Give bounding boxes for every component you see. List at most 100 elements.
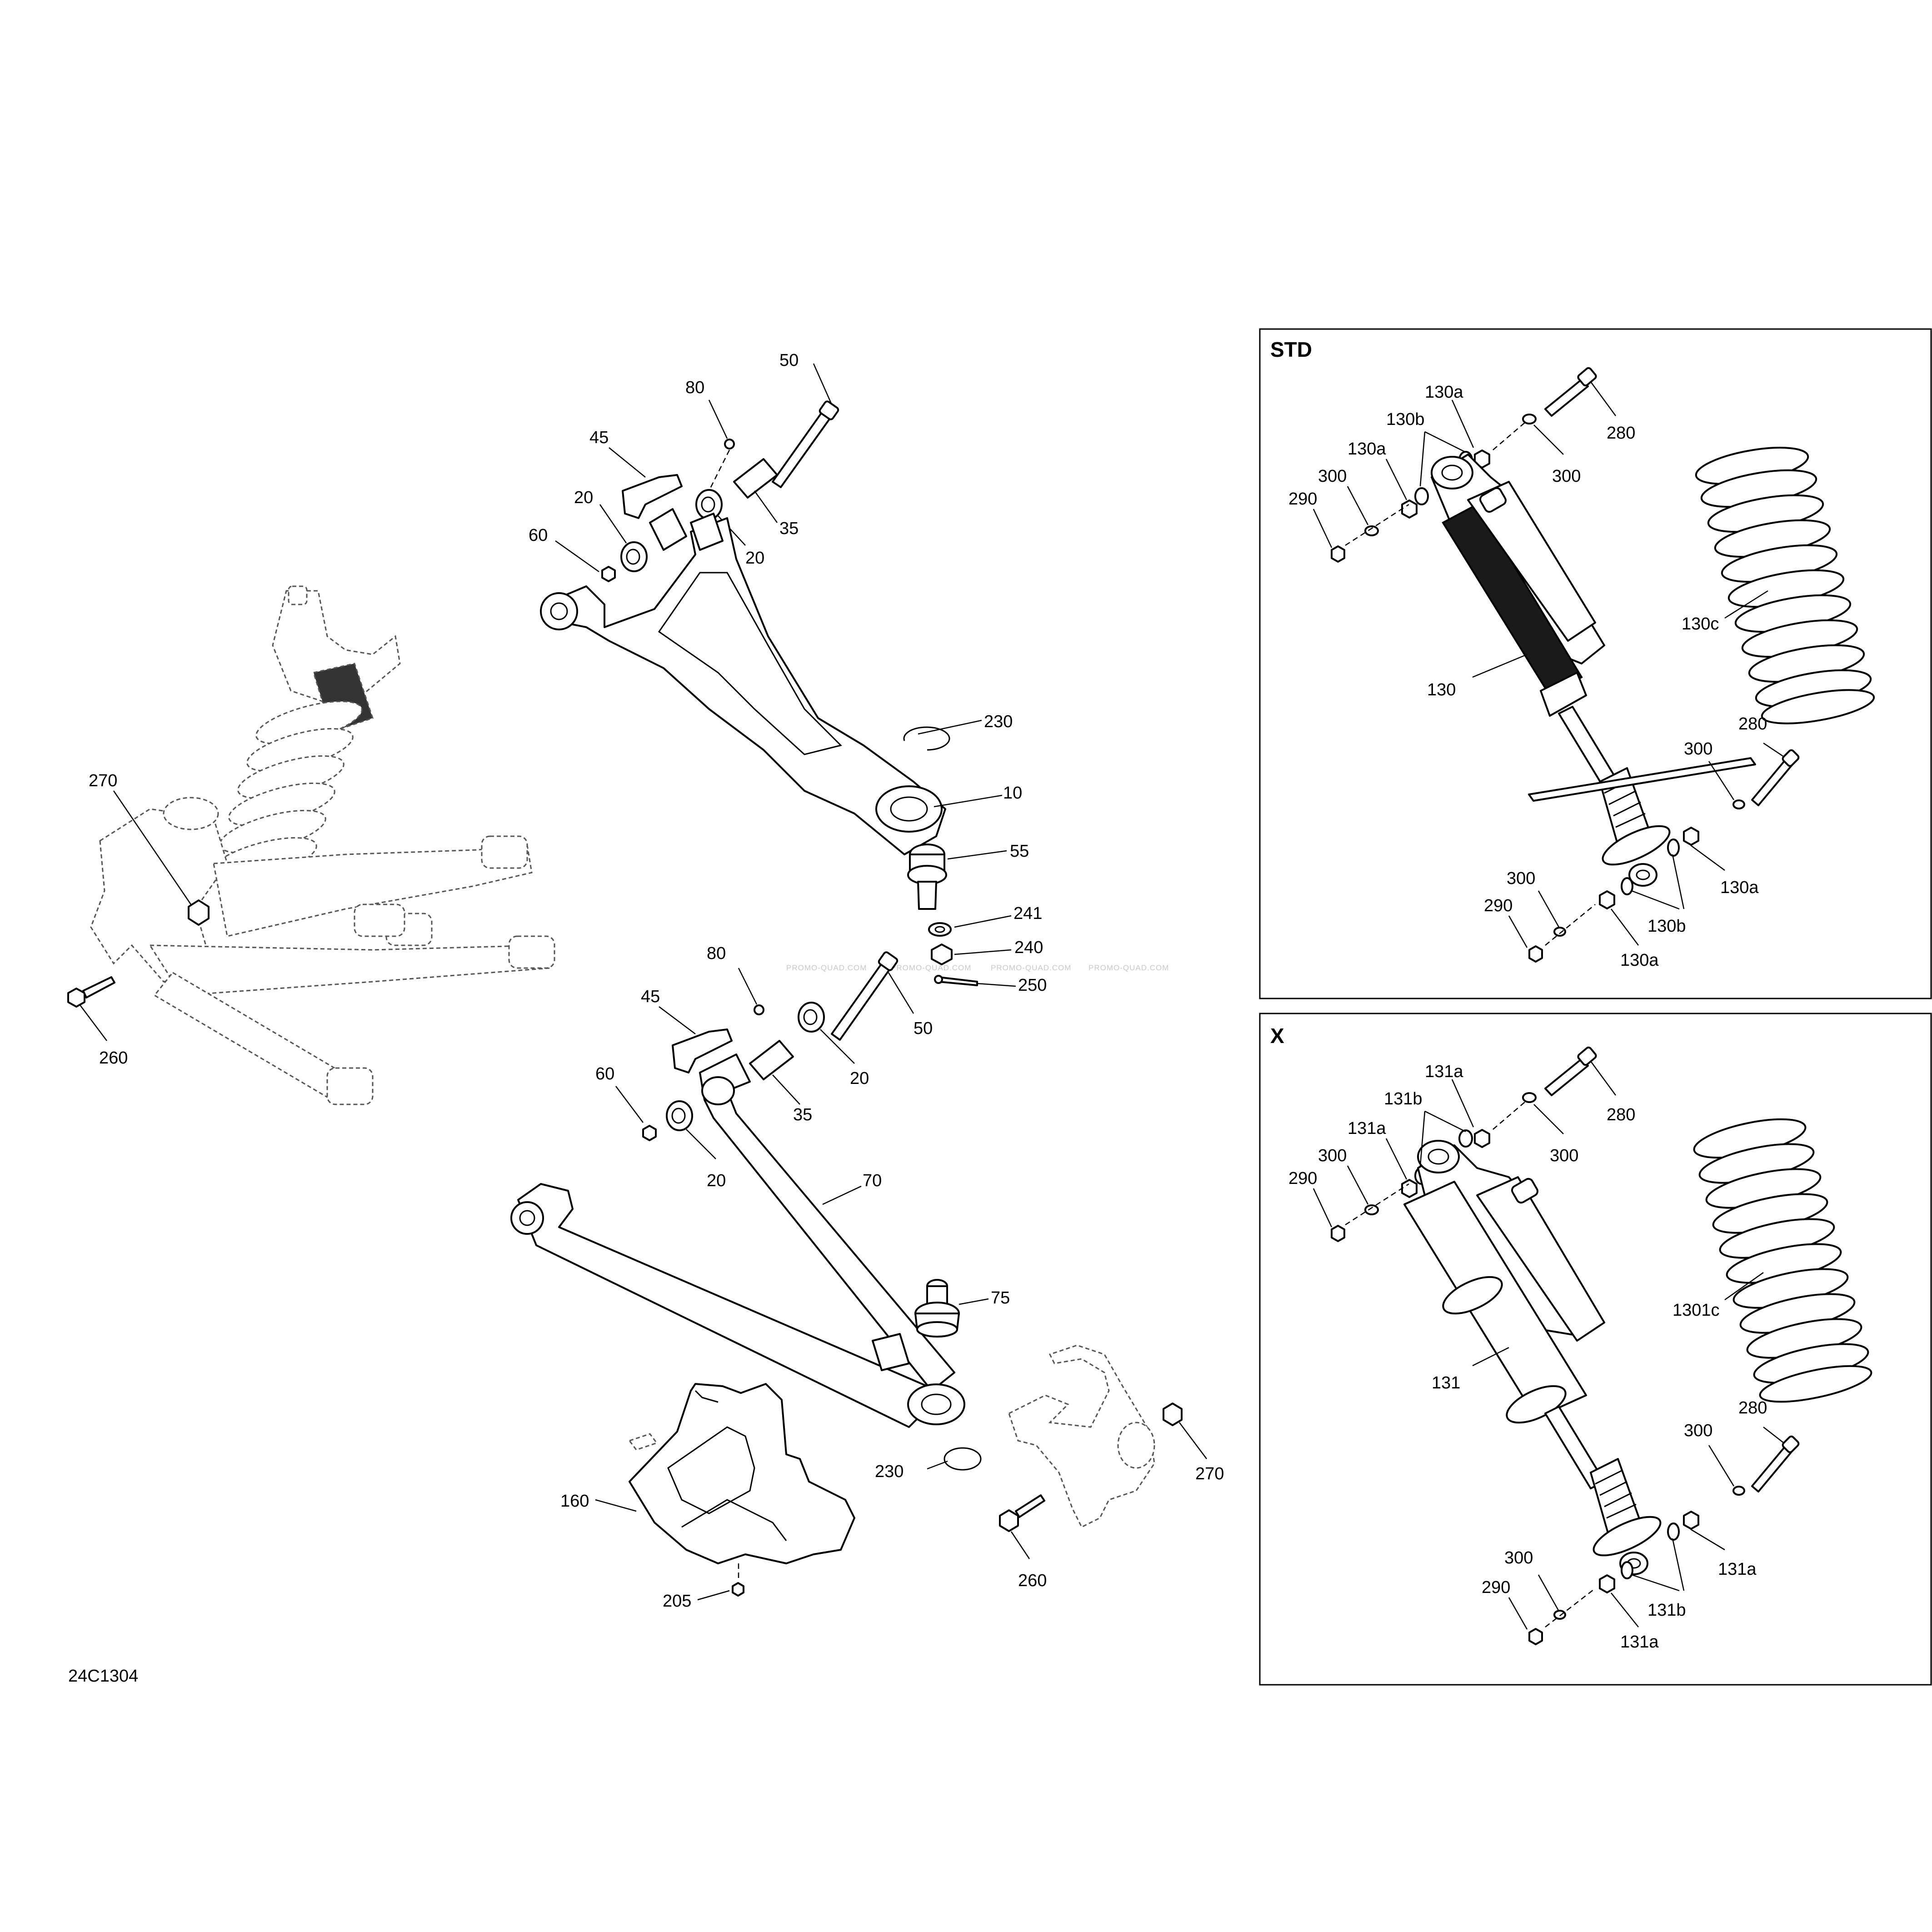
callout-70: 70 — [863, 1171, 882, 1190]
std-callout-130b-top: 130b — [1386, 410, 1425, 429]
watermark-1: PROMO-QUAD.COM — [786, 964, 867, 972]
part-130-shock-std[interactable] — [1431, 454, 1674, 887]
part-250-cotter-pin[interactable] — [934, 975, 978, 986]
callout-230-upper: 230 — [984, 712, 1013, 731]
std-callout-290-left: 290 — [1288, 489, 1317, 509]
part-205-nut[interactable] — [732, 1582, 744, 1597]
part-80-upper-fitting[interactable] — [724, 439, 735, 449]
callout-50-upper: 50 — [779, 351, 799, 370]
x-callout-131b-bottom: 131b — [1647, 1601, 1686, 1620]
part-60-upper-nut[interactable] — [601, 566, 616, 582]
std-callout-300-right: 300 — [1684, 739, 1712, 759]
part-50-upper-bolt[interactable] — [772, 400, 839, 488]
watermark-strip: PROMO-QUAD.COM PROMO-QUAD.COM PROMO-QUAD… — [786, 964, 1169, 972]
part-260-left[interactable] — [67, 976, 115, 1041]
watermark-2: PROMO-QUAD.COM — [891, 964, 971, 972]
part-260-bottom[interactable] — [999, 1494, 1045, 1532]
callout-75: 75 — [991, 1288, 1010, 1308]
part-10-upper-a-arm[interactable] — [540, 508, 946, 855]
part-240-nut[interactable] — [931, 944, 953, 965]
part-131-shock-x[interactable] — [1403, 1140, 1665, 1575]
part-20-lower-left[interactable] — [666, 1100, 693, 1131]
x-callout-131: 131 — [1432, 1373, 1460, 1393]
std-callout-130a-left: 130a — [1348, 439, 1386, 459]
callout-20-upper-right: 20 — [745, 549, 764, 568]
callout-20-lower-right: 20 — [850, 1069, 869, 1088]
callout-260-left: 260 — [99, 1048, 128, 1068]
part-70-lower-a-arm[interactable] — [510, 1053, 965, 1428]
part-45-lower-bracket[interactable] — [672, 1028, 733, 1073]
watermark-3: PROMO-QUAD.COM — [991, 964, 1071, 972]
callout-10: 10 — [1003, 784, 1022, 803]
part-55-ball-joint[interactable] — [907, 844, 947, 910]
part-35-lower-sleeve[interactable] — [749, 1040, 794, 1080]
x-bottom-hardware[interactable] — [1528, 1435, 1800, 1645]
callout-270-left: 270 — [89, 771, 117, 790]
x-callout-131a-bottom: 131a — [1620, 1632, 1659, 1652]
std-callout-290-bottom: 290 — [1484, 896, 1513, 915]
callout-230-lower: 230 — [875, 1462, 904, 1481]
part-241-washer[interactable] — [928, 922, 952, 937]
part-80-lower-fitting[interactable] — [754, 1004, 764, 1015]
x-callout-280-top: 280 — [1607, 1105, 1635, 1124]
callout-60-upper: 60 — [529, 526, 548, 545]
std-callout-280-top: 280 — [1607, 424, 1635, 443]
part-20-lower-right[interactable] — [798, 1002, 825, 1033]
callout-241: 241 — [1013, 904, 1042, 923]
part-20-upper-left[interactable] — [620, 541, 648, 572]
x-callout-1301c: 1301c — [1672, 1301, 1720, 1320]
callout-270-right: 270 — [1195, 1464, 1224, 1483]
std-callout-130: 130 — [1427, 680, 1456, 699]
x-panel: X — [1259, 1013, 1932, 1686]
callout-45-upper: 45 — [589, 428, 609, 447]
callout-55: 55 — [1010, 842, 1029, 861]
callout-260-bottom: 260 — [1018, 1571, 1047, 1590]
part-230-lower-circlip[interactable] — [944, 1447, 982, 1471]
std-bottom-hardware[interactable] — [1528, 749, 1800, 963]
callout-240: 240 — [1014, 938, 1043, 957]
part-50-lower-bolt[interactable] — [831, 951, 899, 1041]
x-callout-290-bottom: 290 — [1482, 1578, 1510, 1597]
std-callout-130a-right: 130a — [1720, 878, 1759, 897]
x-callout-131a-right: 131a — [1718, 1560, 1757, 1579]
std-panel-title: STD — [1270, 338, 1312, 361]
x-callout-300-left: 300 — [1318, 1146, 1347, 1165]
callout-160: 160 — [560, 1492, 589, 1511]
part-45-upper-bracket[interactable] — [622, 474, 683, 519]
std-callout-300-bottom: 300 — [1507, 869, 1535, 888]
part-270-right[interactable] — [1163, 1403, 1183, 1426]
part-60-lower-nut[interactable] — [642, 1125, 657, 1141]
part-130c-spring-std[interactable] — [1693, 441, 1876, 730]
callout-250: 250 — [1018, 976, 1047, 995]
part-1301c-spring-x[interactable] — [1691, 1112, 1874, 1409]
watermark-4: PROMO-QUAD.COM — [1088, 964, 1169, 972]
std-callout-300-top: 300 — [1552, 467, 1581, 486]
x-callout-131b-top: 131b — [1384, 1089, 1423, 1108]
x-callout-280-right: 280 — [1738, 1398, 1767, 1418]
std-callout-130a-top: 130a — [1425, 383, 1463, 402]
x-callout-131a-top: 131a — [1425, 1062, 1463, 1081]
x-callout-300-top: 300 — [1550, 1146, 1578, 1165]
callout-60-lower: 60 — [595, 1064, 614, 1083]
callout-45-lower: 45 — [641, 987, 660, 1006]
callout-80-upper: 80 — [685, 378, 704, 397]
x-panel-title: X — [1270, 1024, 1284, 1048]
std-callout-300-left: 300 — [1318, 467, 1347, 486]
std-callout-280-right: 280 — [1738, 714, 1767, 734]
part-75-ball-joint[interactable] — [914, 1279, 960, 1338]
part-35-upper-sleeve[interactable] — [733, 458, 778, 499]
callout-50-lower: 50 — [914, 1019, 933, 1038]
part-270-left[interactable] — [113, 790, 210, 926]
callout-35-upper: 35 — [779, 519, 799, 538]
part-230-upper-circlip[interactable] — [903, 726, 950, 751]
x-panel-frame — [1259, 1013, 1932, 1686]
x-callout-131a-left: 131a — [1348, 1119, 1386, 1138]
diagram-code: 24C1304 — [68, 1667, 138, 1686]
part-160-guard[interactable] — [628, 1383, 855, 1564]
assembly-overview-ghost — [90, 585, 555, 1105]
callout-20-lower-left: 20 — [707, 1171, 726, 1190]
x-callout-290-left: 290 — [1288, 1169, 1317, 1188]
callout-20-upper-left: 20 — [574, 488, 593, 507]
x-callout-300-bottom: 300 — [1504, 1548, 1533, 1568]
